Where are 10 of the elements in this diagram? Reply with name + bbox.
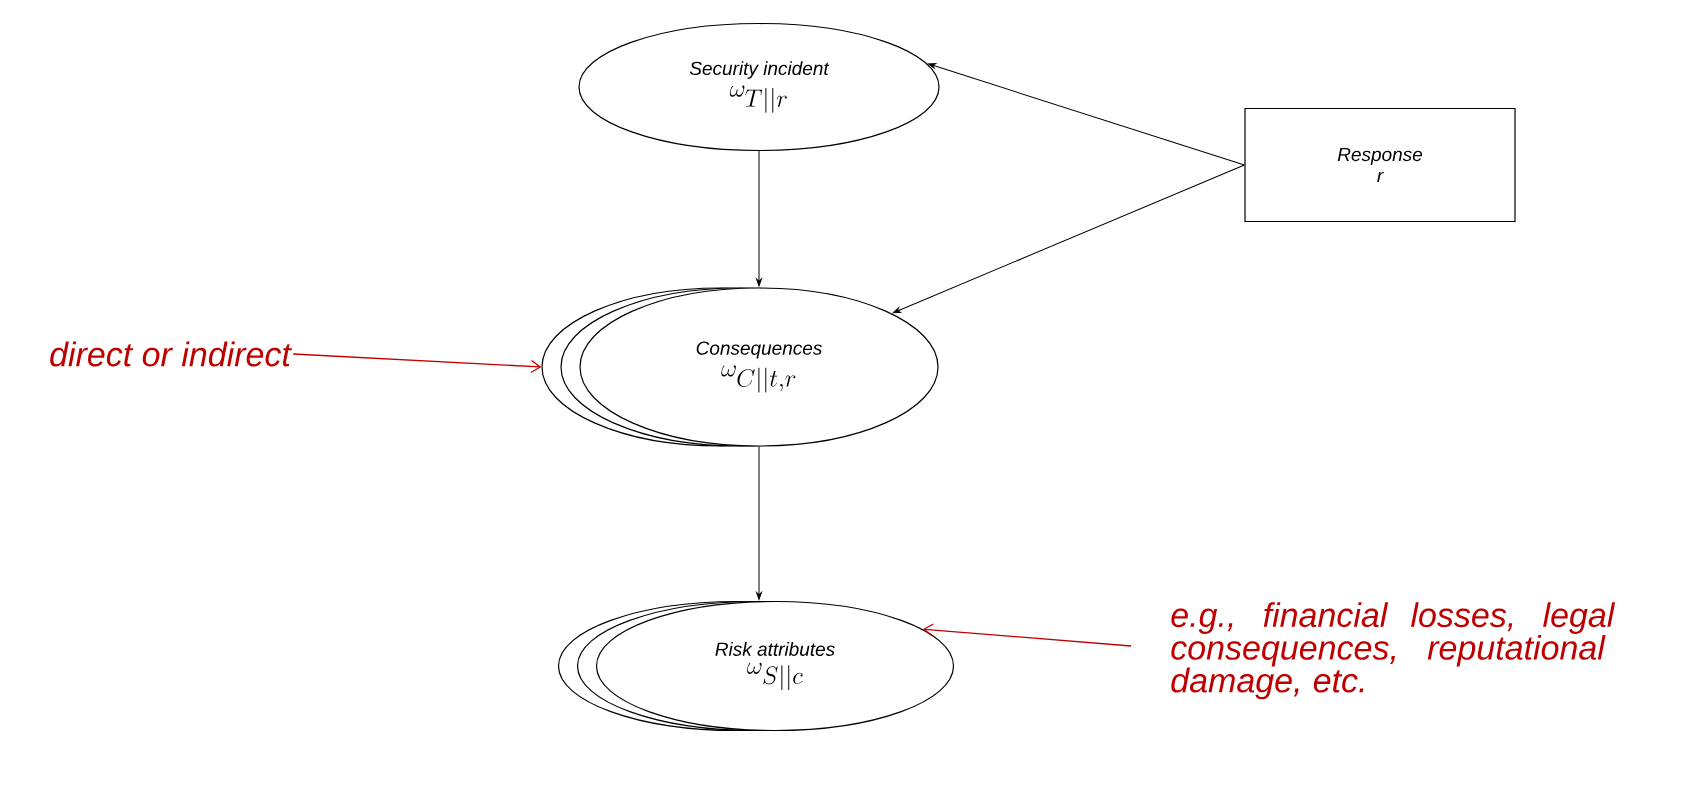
arrow bbox=[922, 623, 1132, 647]
ellipse-node: Security incident $\omega_{T||r}$ bbox=[578, 22, 940, 152]
arrow bbox=[892, 164, 1245, 314]
arrow bbox=[927, 63, 1245, 166]
arrow bbox=[756, 446, 762, 600]
arrow bbox=[756, 150, 762, 287]
annotation-text: direct or indirect bbox=[50, 341, 293, 367]
annotation-text: e.g., financial losses, legal consequences, reputational damage, etc. bbox=[1171, 602, 1616, 700]
process-box: Response r bbox=[1244, 107, 1516, 223]
arrow bbox=[292, 353, 542, 374]
